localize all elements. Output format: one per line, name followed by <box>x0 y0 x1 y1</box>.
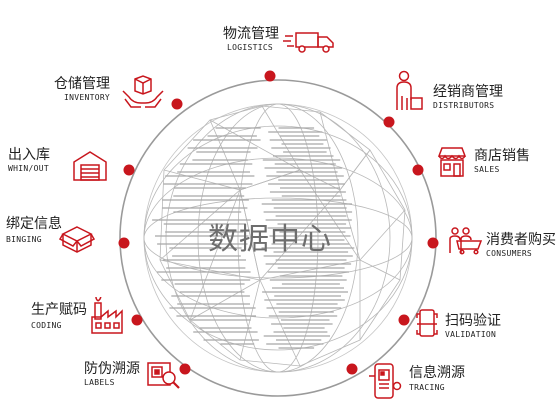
coding-title: 生产赋码 <box>31 302 87 318</box>
validation-subtitle: VALIDATION <box>445 330 497 339</box>
distributors-title: 经销商管理 <box>433 84 503 100</box>
center-title: 数据中心 <box>208 222 332 257</box>
tracing-subtitle: TRACING <box>409 383 445 392</box>
labels-subtitle: LABELS <box>84 378 115 387</box>
ring-dot <box>131 314 143 326</box>
ring-dot <box>118 237 130 249</box>
trace-phone-icon <box>369 363 402 399</box>
binging-subtitle: BINGING <box>6 235 42 244</box>
store-icon <box>437 147 467 177</box>
ring-dot <box>346 363 358 375</box>
hands-box-icon <box>122 75 164 108</box>
tracing-title: 信息溯源 <box>409 365 465 381</box>
globe-landmass <box>152 127 355 349</box>
logistics-title: 物流管理 <box>223 26 279 42</box>
ring-dot <box>264 70 276 82</box>
ring-dot <box>123 164 135 176</box>
outer-ring <box>119 79 437 397</box>
sales-title: 商店销售 <box>474 148 530 164</box>
shopping-cart-icon <box>449 227 483 255</box>
binging-title: 绑定信息 <box>6 216 62 232</box>
globe-sphere <box>143 103 413 373</box>
labels-title: 防伪溯源 <box>84 361 140 377</box>
warehouse-icon <box>73 151 107 181</box>
consumers-title: 消费者购买 <box>486 232 556 248</box>
inventory-title: 仓储管理 <box>54 76 110 92</box>
logistics-subtitle: LOGISTICS <box>227 43 274 52</box>
ring-dot <box>398 314 410 326</box>
dealer-icon <box>396 70 423 110</box>
ring-dots <box>118 70 439 375</box>
whinout-subtitle: WHIN/OUT <box>8 164 49 173</box>
whinout-title: 出入库 <box>8 147 50 163</box>
sales-subtitle: SALES <box>474 165 500 174</box>
label-magnifier-icon <box>147 362 180 389</box>
coding-subtitle: CODING <box>31 321 62 330</box>
distributors-subtitle: DISTRIBUTORS <box>433 101 495 110</box>
inventory-subtitle: INVENTORY <box>64 93 111 102</box>
ring-dot <box>412 164 424 176</box>
ring-dot <box>383 116 395 128</box>
ring-dot <box>179 363 191 375</box>
validation-title: 扫码验证 <box>445 313 501 329</box>
box-binding-icon <box>59 226 95 253</box>
scan-phone-icon <box>416 309 438 337</box>
ring-dot <box>171 98 183 110</box>
ring-dot <box>427 237 439 249</box>
truck-icon <box>283 32 334 53</box>
consumers-subtitle: CONSUMERS <box>486 249 533 258</box>
factory-icon <box>91 297 123 334</box>
